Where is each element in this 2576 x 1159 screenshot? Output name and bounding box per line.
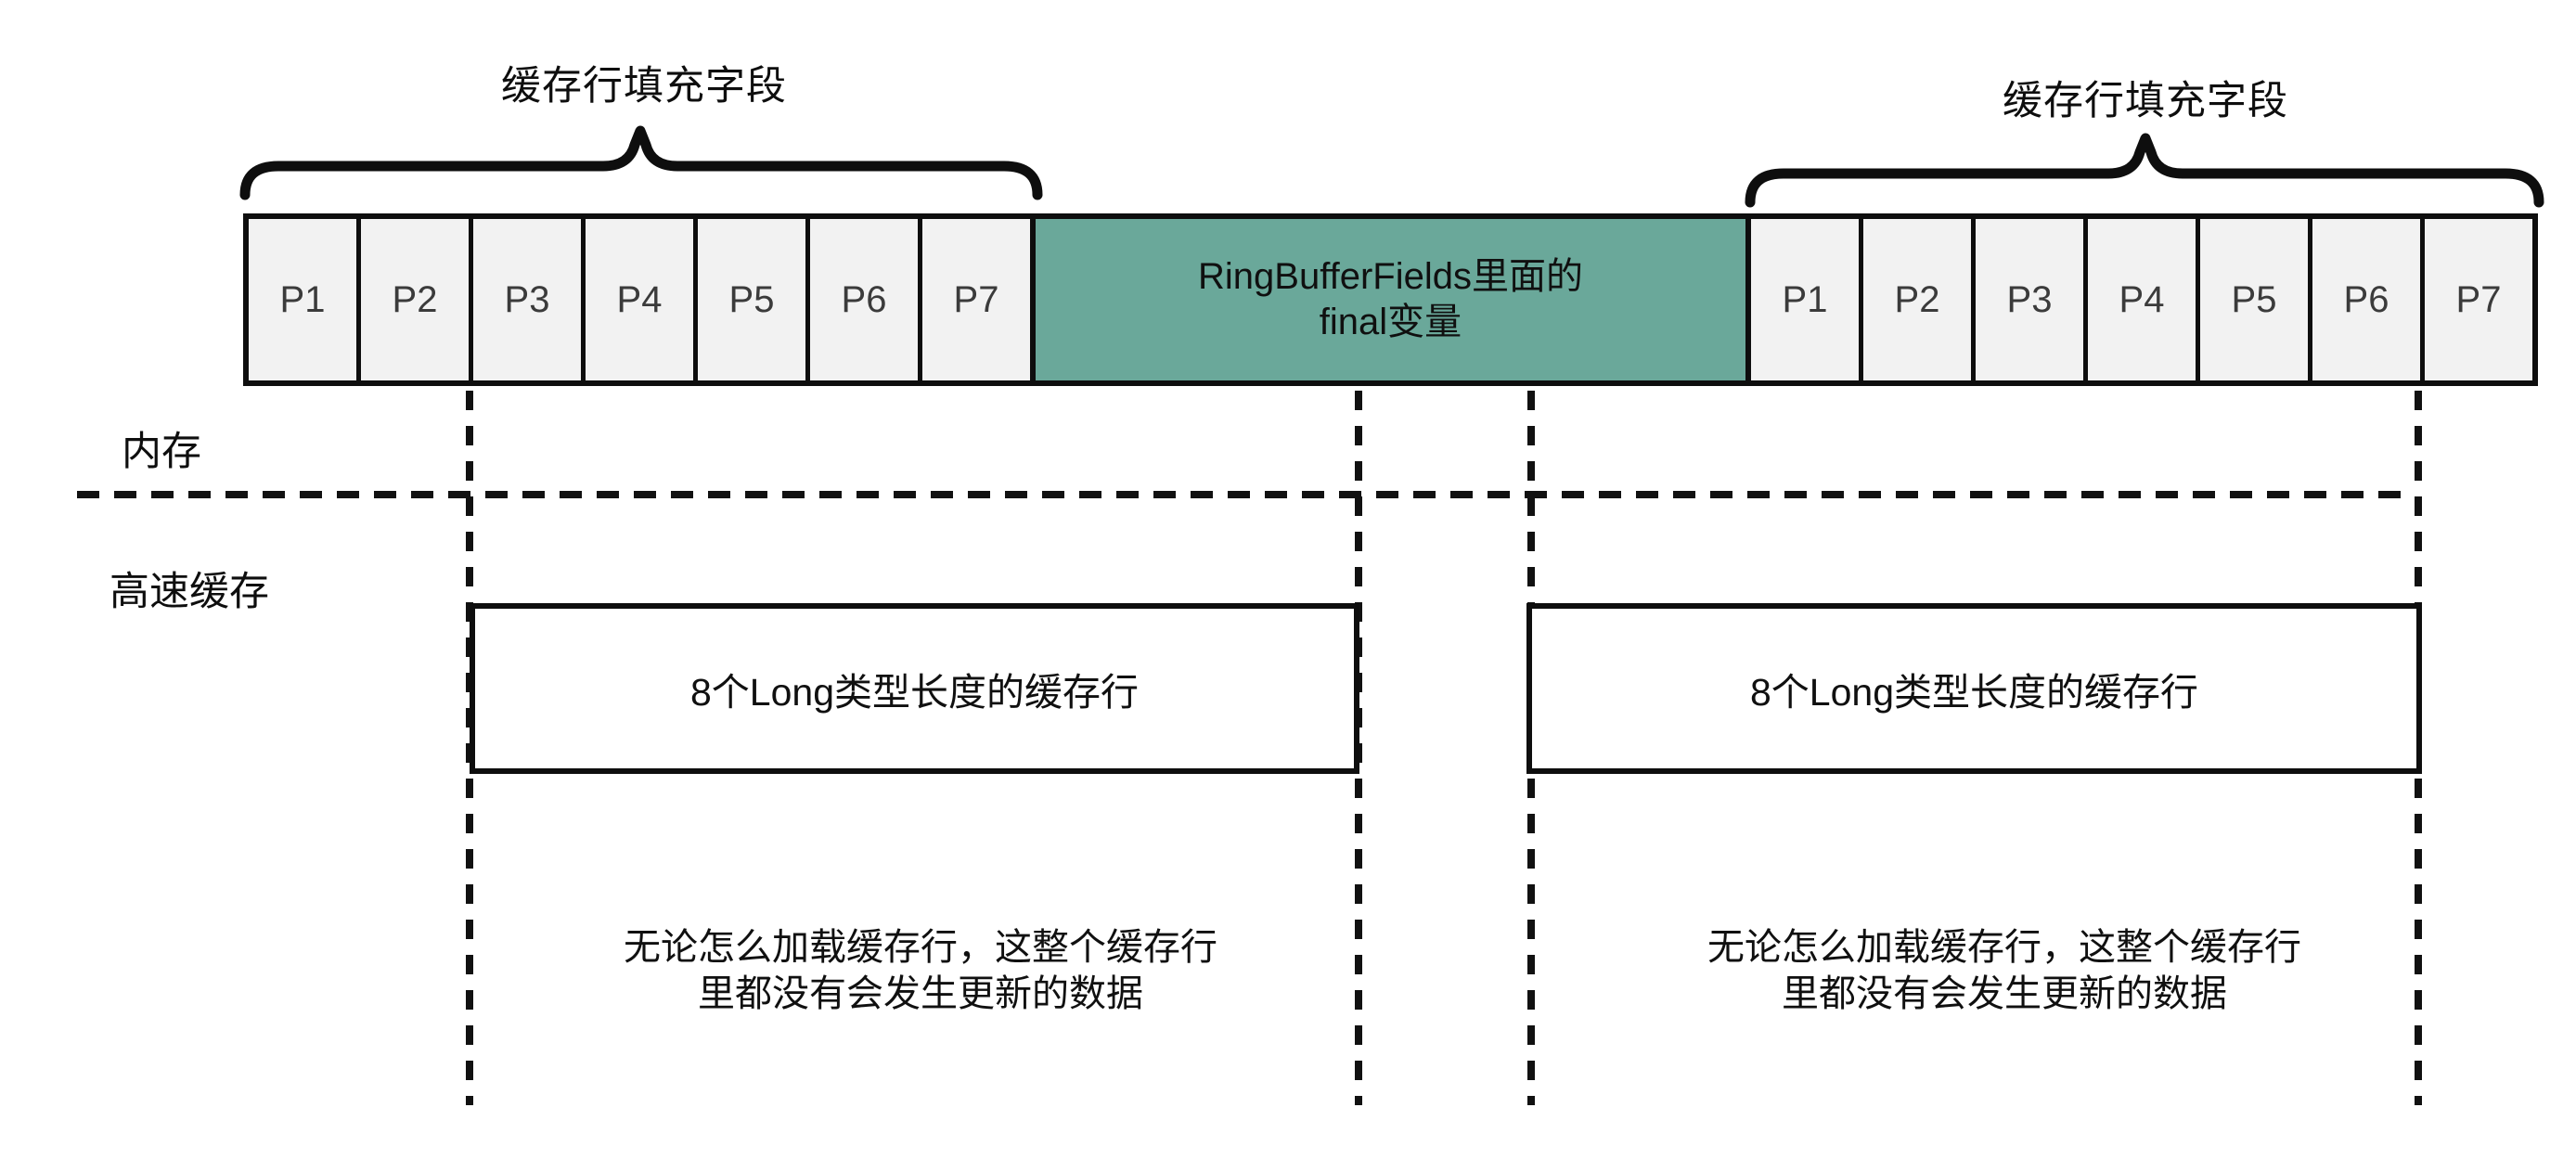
- note-right: 无论怎么加载缓存行，这整个缓存行 里都没有会发生更新的数据: [1624, 924, 2385, 1017]
- cache-line-box-left-label: 8个Long类型长度的缓存行: [689, 671, 1139, 714]
- memory-cell-right-p2: P2: [1859, 219, 1971, 380]
- memory-cell-right-p7: P7: [2420, 219, 2532, 380]
- cell-label: P1: [1782, 278, 1828, 320]
- memory-row: P1 P2 P3 P4 P5 P6 P7 RingBufferFields里面的…: [243, 213, 2538, 386]
- note-right-line2: 里都没有会发生更新的数据: [1782, 973, 2227, 1014]
- memory-cell-left-p3: P3: [469, 219, 581, 380]
- cache-line-box-left: 8个Long类型长度的缓存行: [470, 603, 1359, 774]
- memory-cell-right-p6: P6: [2308, 219, 2420, 380]
- memory-label: 内存: [122, 430, 201, 474]
- cell-label: P7: [953, 278, 999, 320]
- cell-label: P5: [728, 278, 775, 320]
- cell-label: P2: [1894, 278, 1940, 320]
- note-right-line1: 无论怎么加载缓存行，这整个缓存行: [1707, 927, 2301, 968]
- cell-label: P1: [279, 278, 326, 320]
- memory-cell-left-p4: P4: [581, 219, 693, 380]
- memory-cell-ringbuffer-final: RingBufferFields里面的 final变量: [1030, 219, 1751, 380]
- cell-label: P6: [841, 278, 887, 320]
- ringbuffer-final-line2: final变量: [1319, 302, 1462, 342]
- cache-line-box-right: 8个Long类型长度的缓存行: [1526, 603, 2422, 774]
- cache-label: 高速缓存: [109, 570, 269, 614]
- brace-right: [1745, 133, 2544, 208]
- cell-label: P3: [504, 278, 550, 320]
- cell-label: P5: [2231, 278, 2277, 320]
- memory-cell-left-p2: P2: [356, 219, 469, 380]
- memory-cell-right-p3: P3: [1971, 219, 2083, 380]
- memory-cache-divider-line: [77, 491, 2414, 498]
- brace-left: [239, 125, 1043, 200]
- padding-fields-label-left: 缓存行填充字段: [501, 64, 787, 109]
- cell-label: P2: [392, 278, 438, 320]
- cell-label: P6: [2343, 278, 2389, 320]
- padding-fields-label-right: 缓存行填充字段: [2003, 79, 2288, 123]
- cell-label: P4: [616, 278, 663, 320]
- cell-label: P4: [2119, 278, 2165, 320]
- cache-line-box-right-label: 8个Long类型长度的缓存行: [1749, 671, 2198, 714]
- note-left: 无论怎么加载缓存行，这整个缓存行 里都没有会发生更新的数据: [540, 924, 1301, 1017]
- memory-cell-left-p7: P7: [918, 219, 1030, 380]
- memory-cell-left-p1: P1: [249, 219, 356, 380]
- memory-cell-right-p5: P5: [2196, 219, 2308, 380]
- memory-cell-left-p6: P6: [805, 219, 918, 380]
- note-left-line2: 里都没有会发生更新的数据: [698, 973, 1143, 1014]
- cell-label: P3: [2006, 278, 2053, 320]
- memory-cell-right-p4: P4: [2083, 219, 2196, 380]
- note-left-line1: 无论怎么加载缓存行，这整个缓存行: [624, 927, 1217, 968]
- memory-cell-left-p5: P5: [693, 219, 805, 380]
- memory-cell-right-p1: P1: [1751, 219, 1859, 380]
- ringbuffer-final-line1: RingBufferFields里面的: [1198, 256, 1583, 297]
- cell-label: P7: [2455, 278, 2502, 320]
